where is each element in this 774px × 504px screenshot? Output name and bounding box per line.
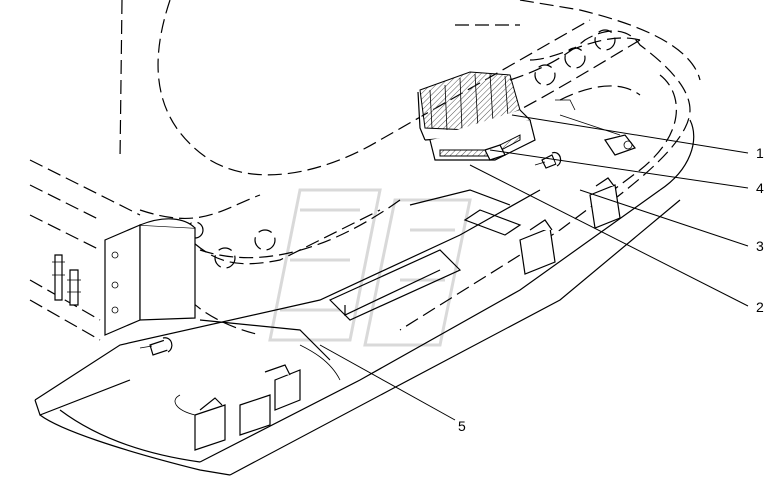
callout-5: 5 — [458, 418, 466, 434]
leader-lines — [319, 114, 749, 421]
floor-panel — [34, 119, 695, 476]
watermark-logo — [268, 188, 472, 347]
vent-assembly — [417, 71, 536, 161]
callout-labels: 1 4 3 2 5 — [458, 145, 764, 434]
callout-2: 2 — [756, 299, 764, 315]
hinge-clip — [555, 99, 636, 156]
callout-1: 1 — [756, 145, 764, 161]
callout-3: 3 — [756, 238, 764, 254]
callout-4: 4 — [756, 180, 764, 196]
track-chain-dashed — [186, 29, 691, 269]
pipe-fittings — [52, 254, 81, 306]
screw-lower — [139, 337, 173, 356]
bracket-plate — [104, 218, 196, 336]
mounting-brackets — [174, 177, 621, 451]
